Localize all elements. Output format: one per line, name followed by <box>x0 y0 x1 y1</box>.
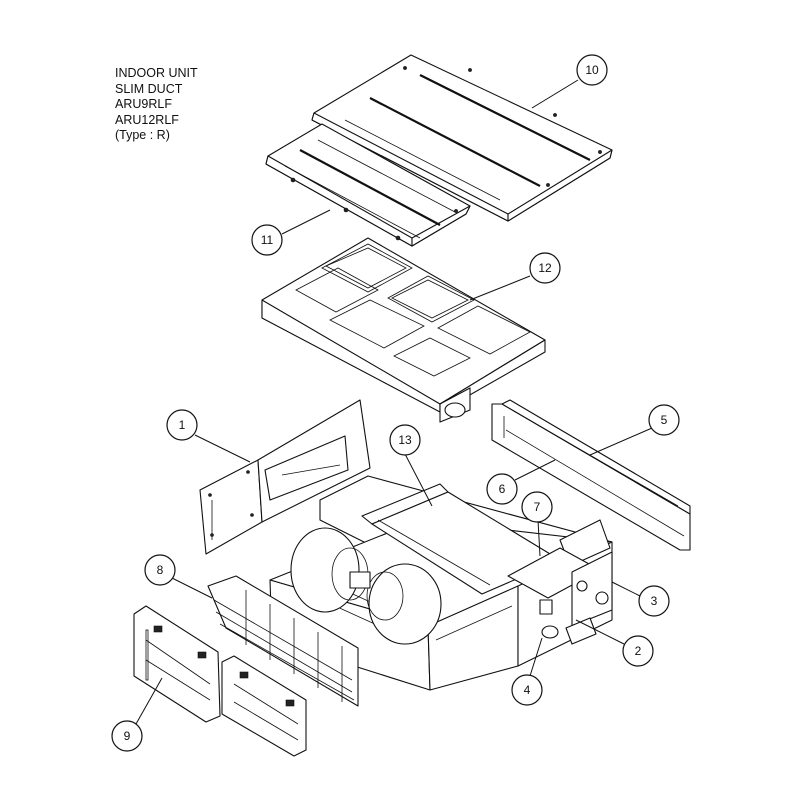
part-11-inner-panel <box>265 123 471 247</box>
callout-7-label: 7 <box>534 500 541 514</box>
callout-13-label: 13 <box>398 433 412 447</box>
title-line-unit: INDOOR UNIT <box>115 66 198 80</box>
part-12-drain-pan <box>261 237 546 423</box>
callout-9-label: 9 <box>124 729 131 743</box>
callout-8-label: 8 <box>157 563 164 577</box>
callout-6: 6 <box>486 473 518 505</box>
callout-2: 2 <box>622 635 654 667</box>
title-line-variant: (Type : R) <box>115 128 170 142</box>
callout-7: 7 <box>521 491 553 523</box>
diagram-title: INDOOR UNIT SLIM DUCT ARU9RLF ARU12RLF (… <box>115 66 198 144</box>
callout-13: 13 <box>389 424 421 456</box>
callout-1: 1 <box>166 409 198 441</box>
leader-lines <box>135 79 653 725</box>
part-8-grille <box>207 575 359 707</box>
part-4-piping <box>541 617 597 645</box>
blower-housings <box>290 527 442 645</box>
callout-10: 10 <box>576 54 608 86</box>
title-line-model-2: ARU12RLF <box>115 112 179 127</box>
part-5-side-plate <box>491 399 691 551</box>
title-line-model-1: ARU9RLF <box>115 97 172 111</box>
callout-4: 4 <box>511 674 543 706</box>
callout-5-label: 5 <box>661 413 668 427</box>
callout-9: 9 <box>111 720 143 752</box>
title-line-type: SLIM DUCT <box>115 81 183 96</box>
callout-1-label: 1 <box>179 418 186 432</box>
callout-8: 8 <box>144 554 176 586</box>
part-1-side-panel <box>199 399 371 555</box>
callout-12: 12 <box>529 252 561 284</box>
callout-11-label: 11 <box>261 233 274 247</box>
callout-11: 11 <box>251 224 283 256</box>
callout-4-label: 4 <box>524 683 531 697</box>
part-7-control-box <box>507 519 613 627</box>
part-9-filters <box>133 605 307 757</box>
callout-5: 5 <box>648 404 680 436</box>
callout-10-label: 10 <box>585 63 599 77</box>
callout-12-label: 12 <box>538 261 552 275</box>
callout-2-label: 2 <box>635 644 642 658</box>
callout-6-label: 6 <box>499 482 506 496</box>
callout-3-label: 3 <box>651 594 658 608</box>
part-10-top-panel <box>311 54 613 222</box>
callout-3: 3 <box>638 585 670 617</box>
